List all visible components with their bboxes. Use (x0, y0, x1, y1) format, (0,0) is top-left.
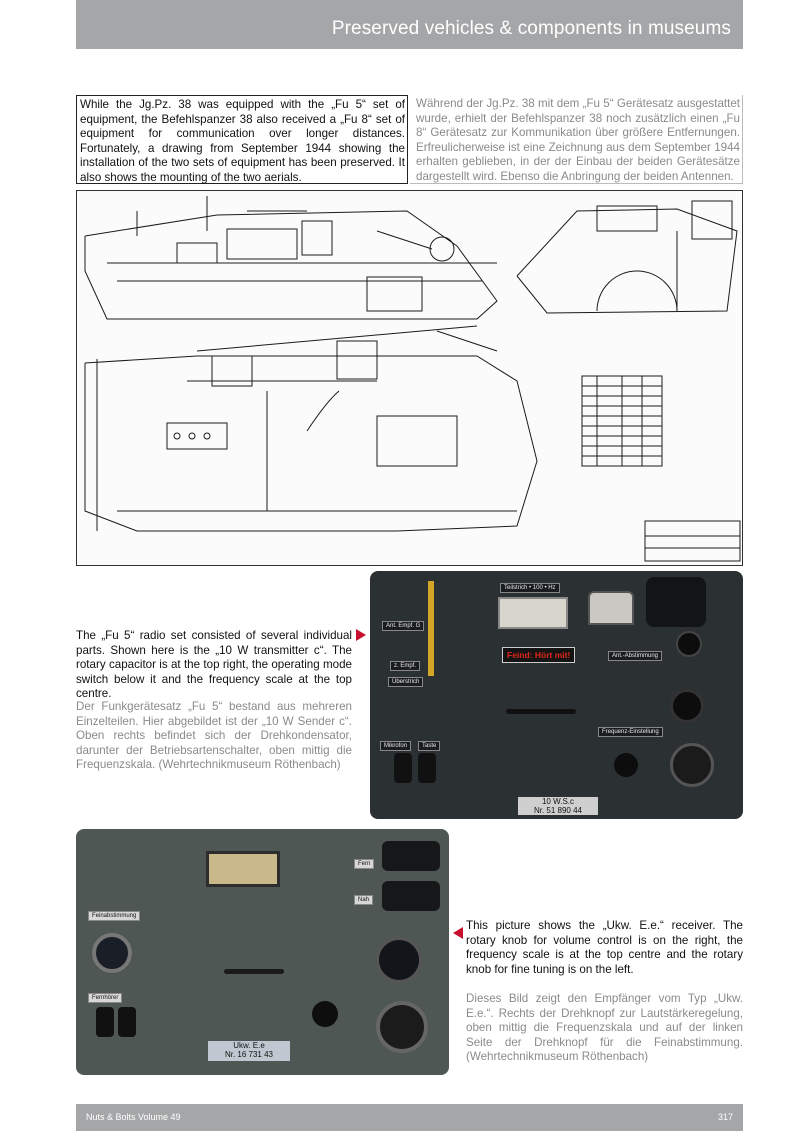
connector-socket (376, 1001, 428, 1053)
phone-socket (118, 1007, 136, 1037)
photo-label: Teilstrich • 100 • Hz (500, 583, 560, 593)
serial-number: Nr. 16 731 43 (224, 1050, 274, 1059)
photo-label: Überstrich (388, 677, 424, 687)
photo-label: Ant.-Abstimmung (608, 651, 663, 661)
pointer-arrow-icon (356, 629, 366, 641)
serial-number: Nr. 51 890 44 (533, 806, 583, 815)
photo-label: Ant. Empf. G (382, 621, 425, 631)
intro-english-box: While the Jg.Pz. 38 was equipped with th… (76, 95, 408, 184)
receiver-photo: Fern Nah Feinabstimmung Fernhörer Ukw. E… (76, 829, 449, 1075)
intro-german-text: Während der Jg.Pz. 38 mit dem „Fu 5“ Ger… (416, 97, 740, 183)
photo-label: Frequenz-Einstellung (598, 727, 663, 737)
pointer-arrow-icon (453, 927, 463, 939)
photo-label: Feinabstimmung (88, 911, 141, 921)
mic-socket (394, 753, 412, 783)
key-socket (418, 753, 436, 783)
model-name: 10 W.S.c (541, 797, 574, 806)
tuning-knob (312, 1001, 338, 1027)
page-title: Preserved vehicles & components in museu… (331, 18, 731, 39)
warning-label: Feind: Hört mit! (502, 647, 576, 663)
frequency-scale (206, 851, 280, 887)
volume-knob (376, 937, 422, 983)
yellow-stripe (428, 581, 434, 676)
transmitter-german-text: Der Funkgerätesatz „Fu 5“ bestand aus me… (76, 700, 352, 772)
transmitter-photo: Teilstrich • 100 • Hz Feind: Hört mit! A… (370, 571, 743, 819)
meter-gauge (588, 591, 634, 625)
intro-english-text: While the Jg.Pz. 38 was equipped with th… (80, 98, 405, 184)
intro-german-box: Während der Jg.Pz. 38 mit dem „Fu 5“ Ger… (410, 95, 743, 184)
page-header: Preserved vehicles & components in museu… (76, 0, 743, 49)
handle (506, 709, 576, 714)
publication-title: Nuts & Bolts Volume 49 (86, 1112, 181, 1122)
technical-drawing-svg (84, 196, 741, 562)
receiver-german-text: Dieses Bild zeigt den Empfänger vom Typ … (466, 992, 743, 1064)
switch-housing (382, 841, 440, 871)
rotary-knob (676, 631, 702, 657)
mode-switch-knob (670, 689, 704, 723)
receiver-english-text: This picture shows the „Ukw. E.e.“ recei… (466, 919, 743, 976)
fine-tuning-knob (92, 933, 132, 973)
photo-label: Fernhörer (88, 993, 123, 1003)
page-footer: Nuts & Bolts Volume 49 317 (76, 1104, 743, 1131)
connector-socket (670, 743, 714, 787)
photo-label: Nah (354, 895, 374, 905)
photo-label: Fern (354, 859, 375, 869)
frequency-scale (498, 597, 568, 629)
transmitter-english-text: The „Fu 5“ radio set consisted of severa… (76, 629, 352, 701)
photo-label: z. Empf. (390, 661, 421, 671)
model-name: Ukw. E.e (233, 1041, 265, 1050)
photo-label: Taste (418, 741, 441, 751)
phone-socket (96, 1007, 114, 1037)
model-plate: Ukw. E.e Nr. 16 731 43 (208, 1041, 290, 1061)
switch-housing (382, 881, 440, 911)
technical-drawing (76, 190, 743, 566)
capacitor-housing (646, 577, 706, 627)
page-number: 317 (717, 1112, 733, 1122)
tuning-knob (614, 753, 638, 777)
model-plate: 10 W.S.c Nr. 51 890 44 (518, 797, 598, 815)
handle (224, 969, 284, 974)
photo-label: Mikrofon (380, 741, 412, 751)
